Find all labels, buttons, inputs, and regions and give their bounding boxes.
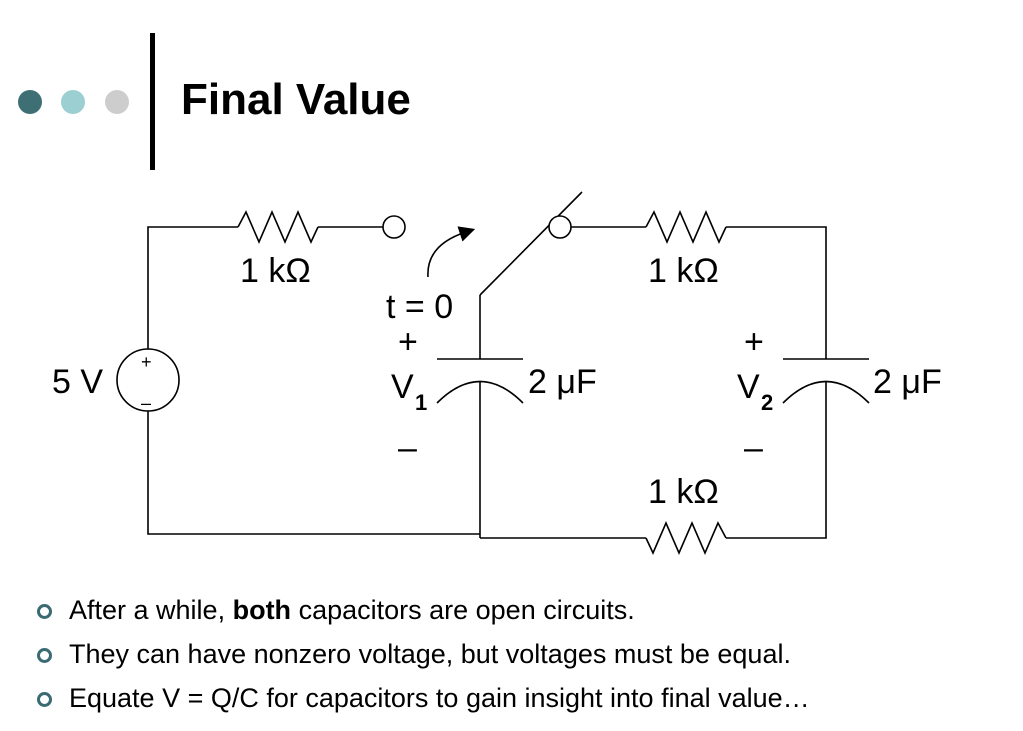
bullet-marker-icon [37, 604, 52, 619]
bullet-text-bold: both [232, 595, 292, 625]
c1-label: 2 μF [528, 363, 597, 401]
switch-terminal-left [382, 215, 406, 239]
bullet-text: Equate V = Q/C for capacitors to gain in… [69, 680, 810, 716]
v1-plus: + [398, 323, 418, 361]
v2-label: V [737, 368, 760, 406]
bullet-item: Equate V = Q/C for capacitors to gain in… [33, 680, 1013, 724]
wire-right-side-bottom [726, 381, 827, 539]
r3-label: 1 kΩ [648, 473, 719, 511]
v2-plus: + [744, 323, 764, 361]
wire-top-left [147, 226, 238, 349]
bullet-text-post: capacitors are open circuits. [291, 595, 635, 625]
source-minus: – [141, 393, 151, 413]
switch-terminal-right [548, 215, 572, 239]
bullet-text-pre: They can have nonzero voltage, but volta… [69, 639, 791, 669]
source-plus: + [141, 352, 152, 372]
r1-label: 1 kΩ [240, 252, 311, 290]
dot-dark [18, 90, 42, 114]
bullet-text: They can have nonzero voltage, but volta… [69, 636, 791, 672]
bullet-list: After a while, both capacitors are open … [33, 592, 1013, 724]
v2-minus: – [744, 429, 763, 467]
bullet-item: They can have nonzero voltage, but volta… [33, 636, 1013, 680]
v2-subscript: 2 [761, 390, 773, 415]
wire-right-side-top [726, 226, 827, 359]
source-label: 5 V [52, 363, 103, 401]
bullet-text-pre: Equate V = Q/C for capacitors to gain in… [69, 683, 810, 713]
slide-title: Final Value [181, 75, 411, 124]
bullet-item: After a while, both capacitors are open … [33, 592, 1013, 636]
resistor-2 [645, 209, 727, 245]
v1-minus: – [398, 429, 417, 467]
bullet-marker-icon [37, 692, 52, 707]
bullet-text-pre: After a while, [69, 595, 233, 625]
bullet-marker-icon [37, 648, 52, 663]
switch-arrow [427, 226, 476, 278]
switch-label: t = 0 [386, 288, 453, 326]
r2-label: 1 kΩ [648, 252, 719, 290]
wire-bottom-left [147, 411, 480, 535]
dot-gray [105, 90, 129, 114]
v1-subscript: 1 [415, 390, 427, 415]
dot-light-teal [61, 90, 85, 114]
decorative-dots [18, 90, 138, 114]
switch-blade [479, 191, 583, 296]
resistor-1 [237, 209, 319, 245]
v1-label: V [391, 368, 414, 406]
resistor-3 [645, 520, 727, 556]
bullet-text: After a while, both capacitors are open … [69, 592, 635, 628]
c2-label: 2 μF [873, 363, 942, 401]
title-divider [150, 33, 155, 170]
